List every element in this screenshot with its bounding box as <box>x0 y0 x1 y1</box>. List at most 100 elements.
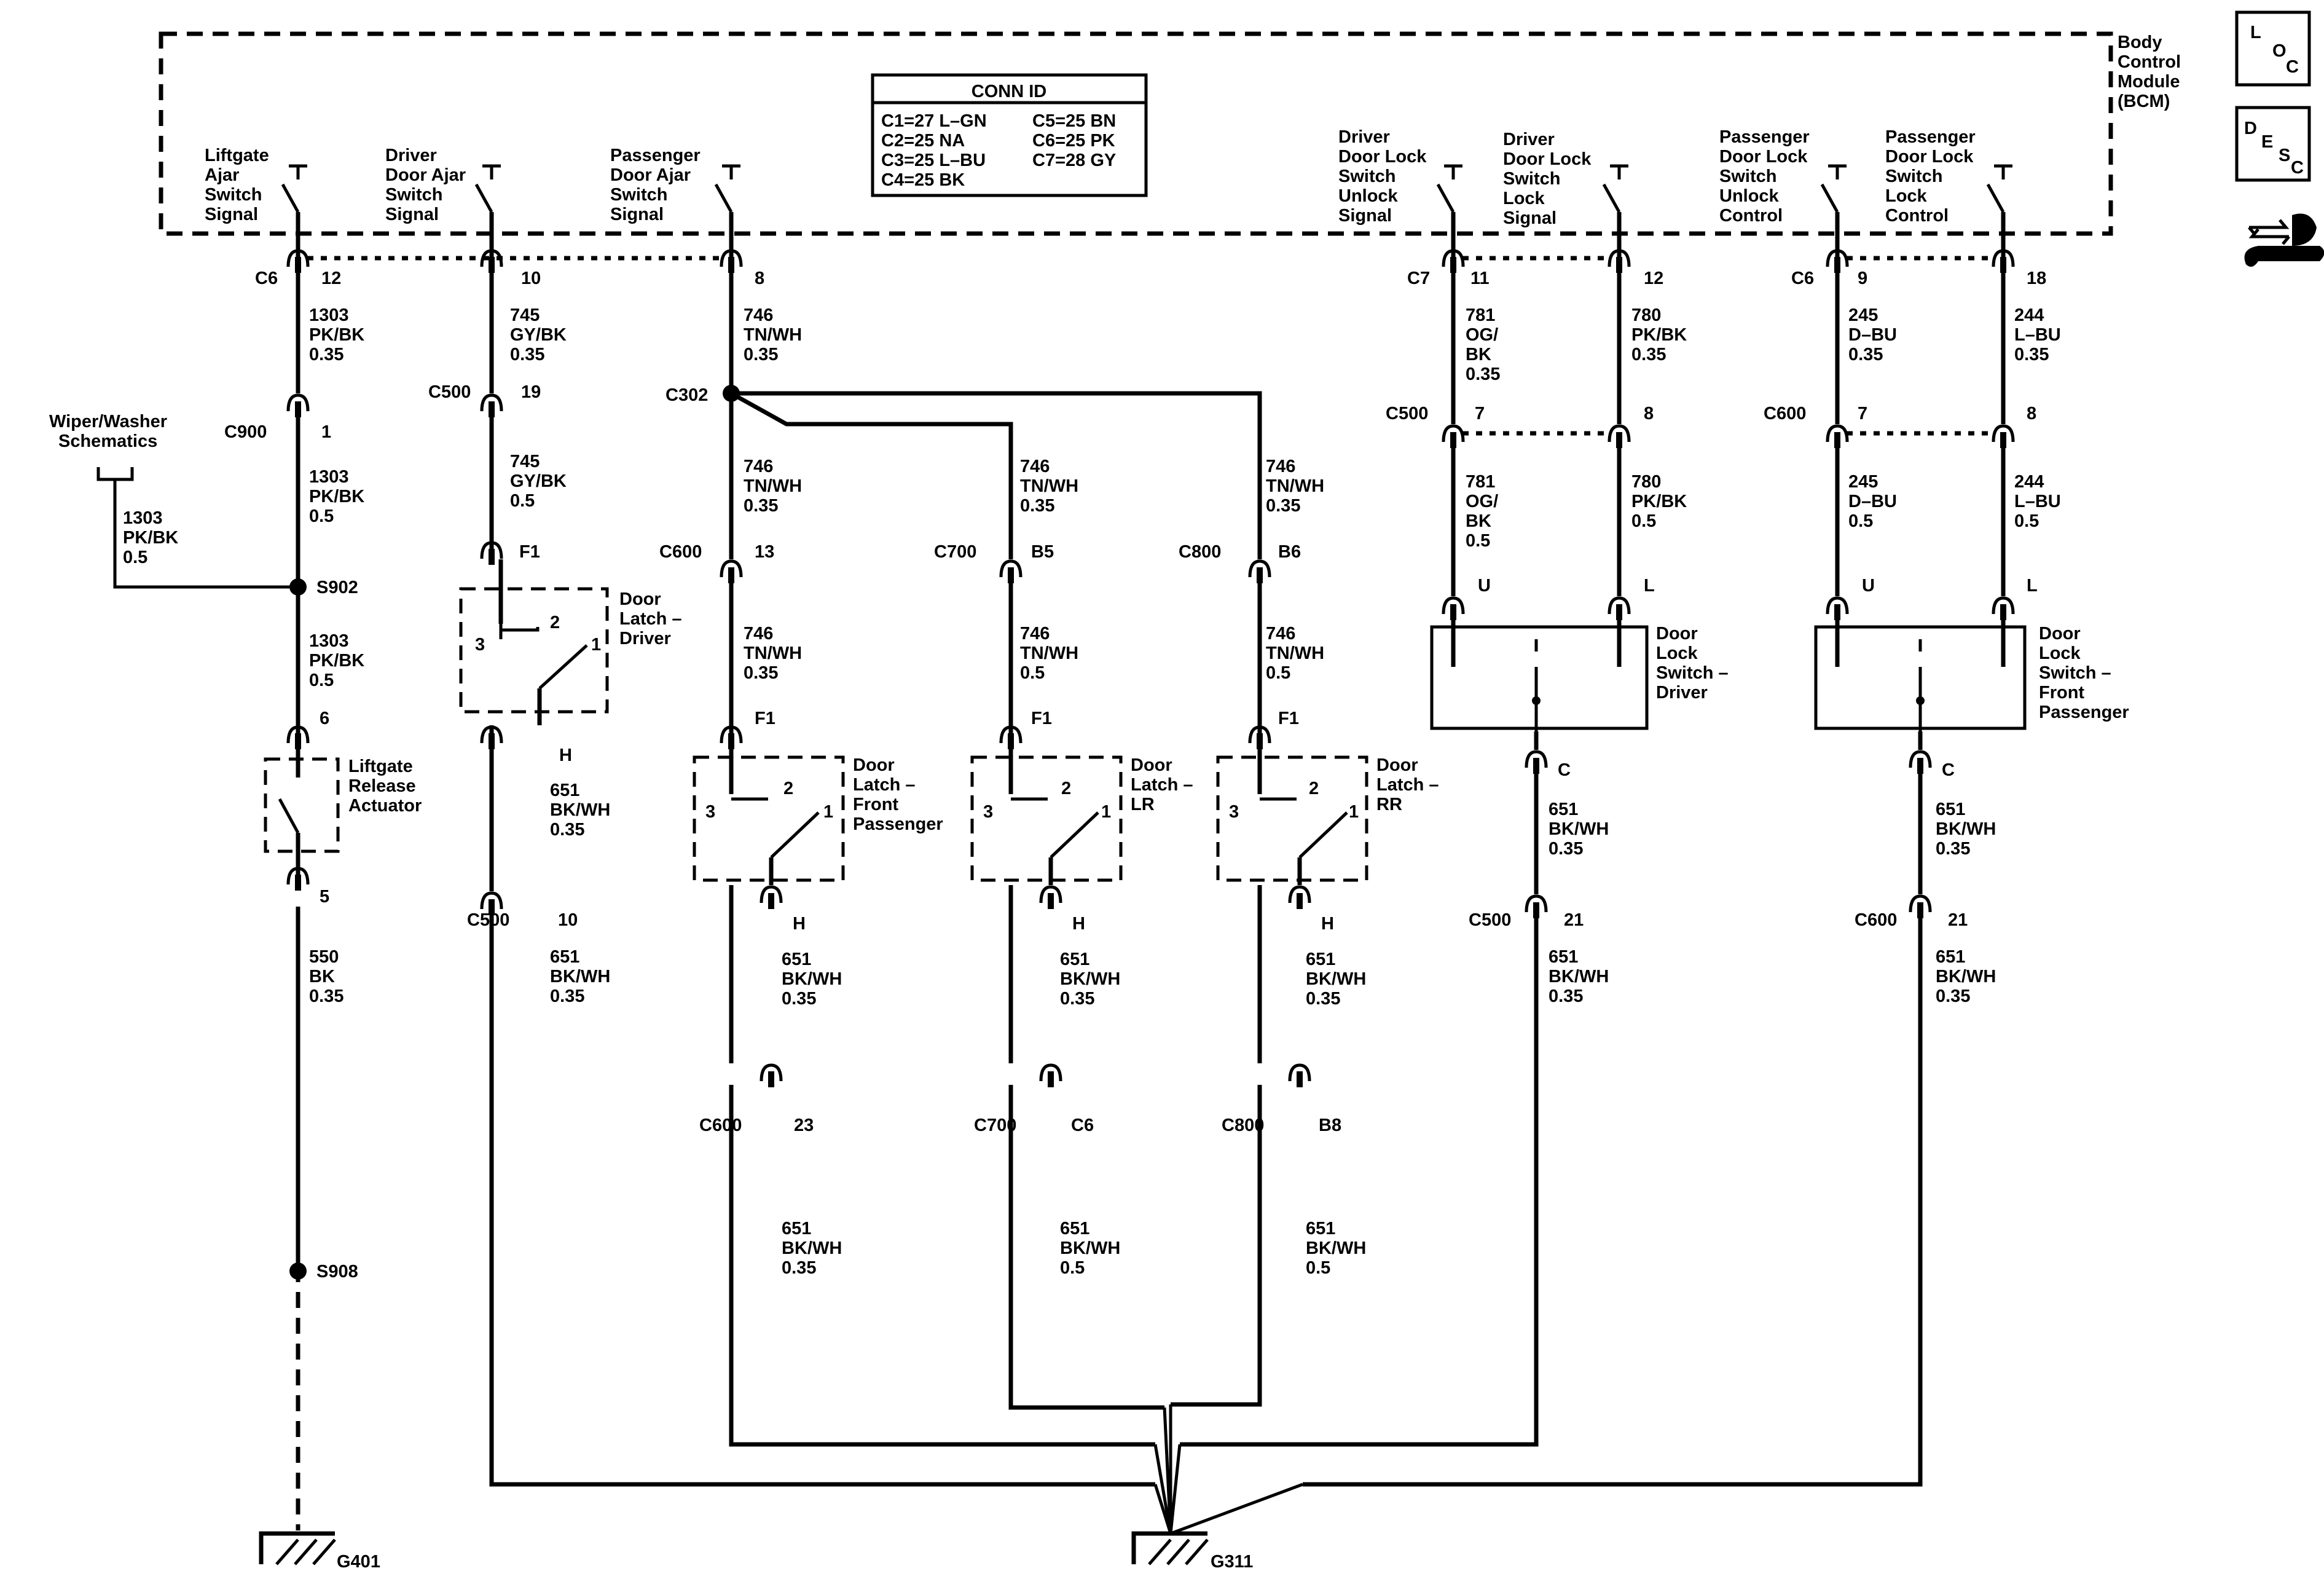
connector-pin <box>1616 257 1622 273</box>
svg-text:BK/WH: BK/WH <box>550 800 610 820</box>
desc-icon[interactable]: D E S C <box>2235 106 2311 182</box>
switch-driver-lock <box>1602 164 1628 240</box>
connector-terminal-icon <box>286 393 310 412</box>
connector-terminal-icon <box>720 559 743 578</box>
svg-text:Door: Door <box>853 755 895 775</box>
svg-text:Switch: Switch <box>610 185 667 205</box>
svg-text:Door: Door <box>1376 755 1418 775</box>
svg-text:BK: BK <box>1466 345 1491 364</box>
pin-18: 18 <box>2027 269 2046 288</box>
connector-c500-lock: C500 <box>1469 910 1511 930</box>
svg-text:L: L <box>2250 23 2261 42</box>
connector-pin <box>1297 1071 1303 1087</box>
svg-text:Switch: Switch <box>1503 169 1560 189</box>
svg-text:L–BU: L–BU <box>2014 492 2061 511</box>
connector-terminal-icon <box>480 891 503 910</box>
svg-text:C: C <box>2291 158 2304 178</box>
connector-terminal-icon <box>1442 249 1465 267</box>
door-lock-switch-front-passenger <box>1814 615 2027 731</box>
connector-labels: C6 12 10 8 C7 11 12 C6 9 18 C900 1 C500 … <box>224 269 2046 1572</box>
connector-c600-lock: C600 <box>1855 910 1897 930</box>
svg-text:1303: 1303 <box>309 631 349 651</box>
svg-text:746: 746 <box>744 305 773 325</box>
svg-text:Door: Door <box>1131 755 1172 775</box>
svg-text:0.5: 0.5 <box>2014 511 2039 531</box>
svg-text:Liftgate: Liftgate <box>348 757 413 776</box>
connector-c6-right: C6 <box>1791 269 1814 288</box>
svg-text:PK/BK: PK/BK <box>1631 492 1687 511</box>
connector-terminal-icon <box>1248 559 1271 578</box>
svg-text:Schematics: Schematics <box>58 431 157 451</box>
svg-text:C7=28 GY: C7=28 GY <box>1032 151 1116 170</box>
label-driver-door-ajar-signal: Driver Door Ajar Switch Signal <box>385 146 466 224</box>
svg-text:Driver: Driver <box>1656 683 1708 703</box>
svg-text:Switch: Switch <box>1885 167 1942 186</box>
connector-terminal-icon <box>480 249 503 267</box>
svg-text:0.35: 0.35 <box>744 496 778 516</box>
svg-text:651: 651 <box>1936 947 1965 967</box>
svg-text:Wiper/Washer: Wiper/Washer <box>49 412 167 431</box>
connector-c800-ground: C800 <box>1222 1116 1264 1135</box>
connector-c700: C700 <box>934 542 976 562</box>
connector-terminal-icon <box>1525 894 1548 913</box>
svg-text:Switch: Switch <box>1719 167 1776 186</box>
svg-text:651: 651 <box>1060 950 1089 969</box>
connector-terminal-icon <box>1608 596 1631 615</box>
connector-pin <box>1450 257 1456 273</box>
connector-pin <box>1917 902 1923 918</box>
ground-g311 <box>1131 1531 1209 1565</box>
svg-text:Body: Body <box>2118 33 2162 52</box>
connector-terminal-icon <box>1992 424 2015 443</box>
connector-terminal-icon <box>480 541 503 559</box>
svg-text:Door Lock: Door Lock <box>1719 147 1808 167</box>
svg-text:0.5: 0.5 <box>510 491 535 511</box>
loc-icon[interactable]: L O C <box>2235 10 2311 87</box>
svg-text:Ajar: Ajar <box>205 165 239 185</box>
connector-terminal-icon <box>1442 424 1465 443</box>
connector-pin <box>1917 758 1923 774</box>
svg-text:2: 2 <box>1061 779 1071 798</box>
connector-pin <box>1450 432 1456 448</box>
pin-10-c500: 10 <box>558 910 578 930</box>
pin-h-rr: H <box>1321 914 1334 934</box>
connector-pin <box>489 257 495 273</box>
svg-text:0.5: 0.5 <box>1306 1258 1330 1278</box>
svg-text:3: 3 <box>983 802 993 822</box>
svg-text:245: 245 <box>1848 305 1878 325</box>
svg-text:TN/WH: TN/WH <box>744 325 802 345</box>
service-tools-icon[interactable] <box>2244 213 2324 267</box>
svg-text:E: E <box>2261 132 2273 152</box>
svg-text:651: 651 <box>782 1219 811 1238</box>
connector-pin <box>1834 604 1840 620</box>
svg-text:TN/WH: TN/WH <box>1020 644 1078 663</box>
connector-glyphs <box>286 249 2015 1087</box>
connector-pin <box>1533 758 1539 774</box>
svg-text:Lock: Lock <box>1503 189 1545 208</box>
door-latch-front-passenger <box>693 725 845 885</box>
svg-text:TN/WH: TN/WH <box>744 644 802 663</box>
connector-terminal-icon <box>1442 596 1465 615</box>
svg-text:BK/WH: BK/WH <box>1306 969 1366 989</box>
svg-text:GY/BK: GY/BK <box>510 471 567 491</box>
bcm-module-outline <box>159 31 2113 236</box>
svg-text:1303: 1303 <box>123 508 163 528</box>
svg-text:550: 550 <box>309 947 339 967</box>
svg-text:745: 745 <box>510 305 540 325</box>
connector-pin <box>2000 604 2006 620</box>
pin-19: 19 <box>521 382 541 402</box>
svg-text:Passenger: Passenger <box>2039 703 2129 722</box>
svg-text:BK/WH: BK/WH <box>1549 819 1609 839</box>
